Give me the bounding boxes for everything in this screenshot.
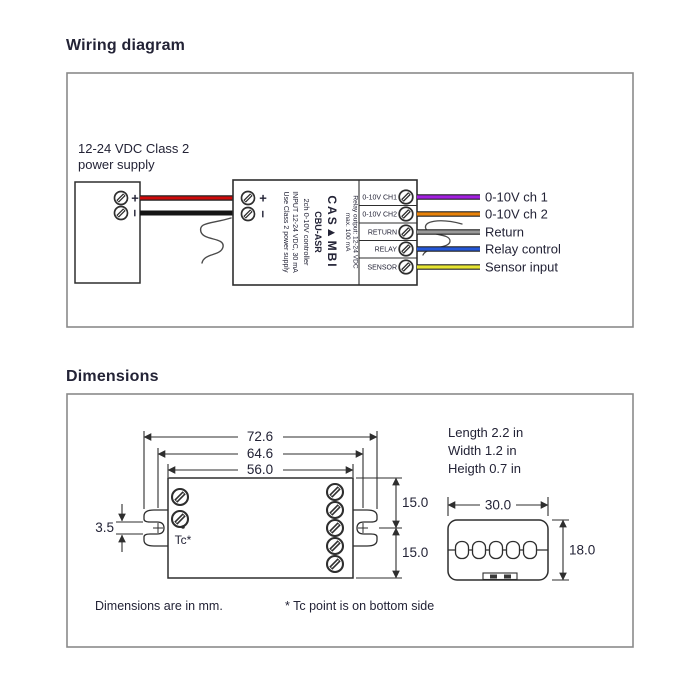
dim-device-width: 30.0 [485, 498, 511, 513]
device-class-note: Use Class 2 power supply [282, 192, 289, 273]
output-label-ch2: 0-10V ch 2 [485, 207, 548, 222]
terminal-label: SENSOR [367, 265, 397, 272]
output-label-return: Return [485, 225, 524, 240]
terminal-label: 0-10V CH1 [362, 195, 397, 202]
tc-point-label: Tc* [175, 533, 192, 547]
ps-plus-label: + [131, 191, 139, 206]
screw-icon [239, 189, 257, 207]
device-silkscreen: Use Class 2 power supply INPUT 12-24 VDC… [282, 191, 359, 273]
inch-dimensions-text: Length 2.2 in Width 1.2 in Heigth 0.7 in [448, 425, 523, 476]
dim-overall-length: 72.6 [247, 429, 273, 444]
screw-icon [327, 556, 343, 572]
ps-minus-label: − [128, 209, 143, 217]
top-view-body [167, 477, 354, 579]
top-dimension-lines [143, 431, 378, 509]
output-wires [417, 194, 480, 270]
device-relay-rating-line1: Relay output: 12-24 VDC [352, 195, 359, 269]
device-model: CBU-ASR [313, 211, 323, 253]
terminal-label: 0-10V CH2 [362, 212, 397, 219]
screw-icon [327, 484, 343, 500]
screw-icon [112, 204, 130, 222]
device-brand-logo: CAS▲MBI [325, 195, 339, 268]
right-mounting-tab [353, 509, 378, 547]
input-wires [140, 195, 233, 264]
terminal-label: RELAY [375, 247, 398, 254]
dimensions-canvas: Tc* 72.6 64.6 56.0 15.0 15.0 3.5 Length … [66, 393, 634, 648]
screw-icon [239, 205, 257, 223]
dim-slot-width: 3.5 [95, 520, 114, 535]
height-in-inches: Heigth 0.7 in [448, 461, 521, 476]
terminal-block-grid [358, 180, 417, 285]
dimensions-panel: Tc* 72.6 64.6 56.0 15.0 15.0 3.5 Length … [66, 393, 634, 653]
screw-icon [327, 538, 343, 554]
width-in-inches: Width 1.2 in [448, 443, 517, 458]
power-supply-terminals: + − [112, 189, 143, 222]
screw-icon [172, 489, 188, 505]
terminal-rows: 0-10V CH1 0-10V CH2 RETURN RELAY SENSOR [362, 188, 415, 276]
mounting-hole-crosshairs [153, 523, 368, 533]
screw-icon [327, 520, 343, 536]
wiring-diagram-title: Wiring diagram [66, 37, 186, 54]
dimensions-title: Dimensions [66, 368, 159, 385]
screw-icon [397, 240, 415, 258]
end-view-drawing [447, 519, 549, 581]
device-input-rating: INPUT 12-24 VDC, 30 mA [291, 191, 298, 273]
screw-icon [112, 189, 130, 207]
left-mounting-tab [143, 509, 168, 547]
screw-icon [397, 205, 415, 223]
output-label-sensor: Sensor input [485, 260, 558, 275]
screw-icon [397, 258, 415, 276]
output-label-ch1: 0-10V ch 1 [485, 190, 548, 205]
screw-icon [397, 223, 415, 241]
slot-dimension-lines [116, 504, 143, 552]
units-note: Dimensions are in mm. [95, 599, 223, 613]
wiring-diagram-canvas: 12-24 VDC Class 2 power supply + − + − U… [66, 72, 634, 328]
dim-half-width-bottom: 15.0 [402, 545, 428, 560]
wiring-diagram-panel: 12-24 VDC Class 2 power supply + − + − U… [66, 72, 634, 333]
dim-body-length: 56.0 [247, 462, 273, 477]
dim-device-height: 18.0 [569, 543, 595, 558]
screw-icon [327, 502, 343, 518]
tc-point-dot [181, 525, 185, 529]
device-input-terminals: + − [239, 189, 271, 223]
end-view-dimension-lines [447, 497, 569, 581]
power-supply-label-line2: power supply [78, 157, 155, 172]
tc-note: * Tc point is on bottom side [285, 599, 434, 613]
dim-hole-spacing: 64.6 [247, 446, 273, 461]
power-supply-box [74, 181, 141, 284]
device-relay-rating-line2: max. 100 mA [344, 213, 351, 252]
end-view-terminal-holes [454, 540, 538, 560]
end-view-bottom-connector [482, 572, 518, 581]
device-minus-label: − [256, 210, 271, 218]
power-supply-label-line1: 12-24 VDC Class 2 [78, 141, 189, 156]
length-in-inches: Length 2.2 in [448, 425, 523, 440]
screw-icon [397, 188, 415, 206]
output-labels: 0-10V ch 1 0-10V ch 2 Return Relay contr… [485, 190, 561, 275]
wire-loop-squiggle [199, 217, 232, 264]
top-view-drawing: Tc* [143, 477, 378, 579]
device-subtitle: 2ch 0-10V controller [302, 198, 311, 266]
width-dimension-lines [356, 477, 402, 579]
cbu-asr-device-box [232, 179, 418, 286]
dim-half-width-top: 15.0 [402, 495, 428, 510]
screw-icon [172, 511, 188, 527]
terminal-label: RETURN [368, 230, 397, 237]
device-plus-label: + [259, 191, 267, 206]
output-label-relay: Relay control [485, 242, 561, 257]
